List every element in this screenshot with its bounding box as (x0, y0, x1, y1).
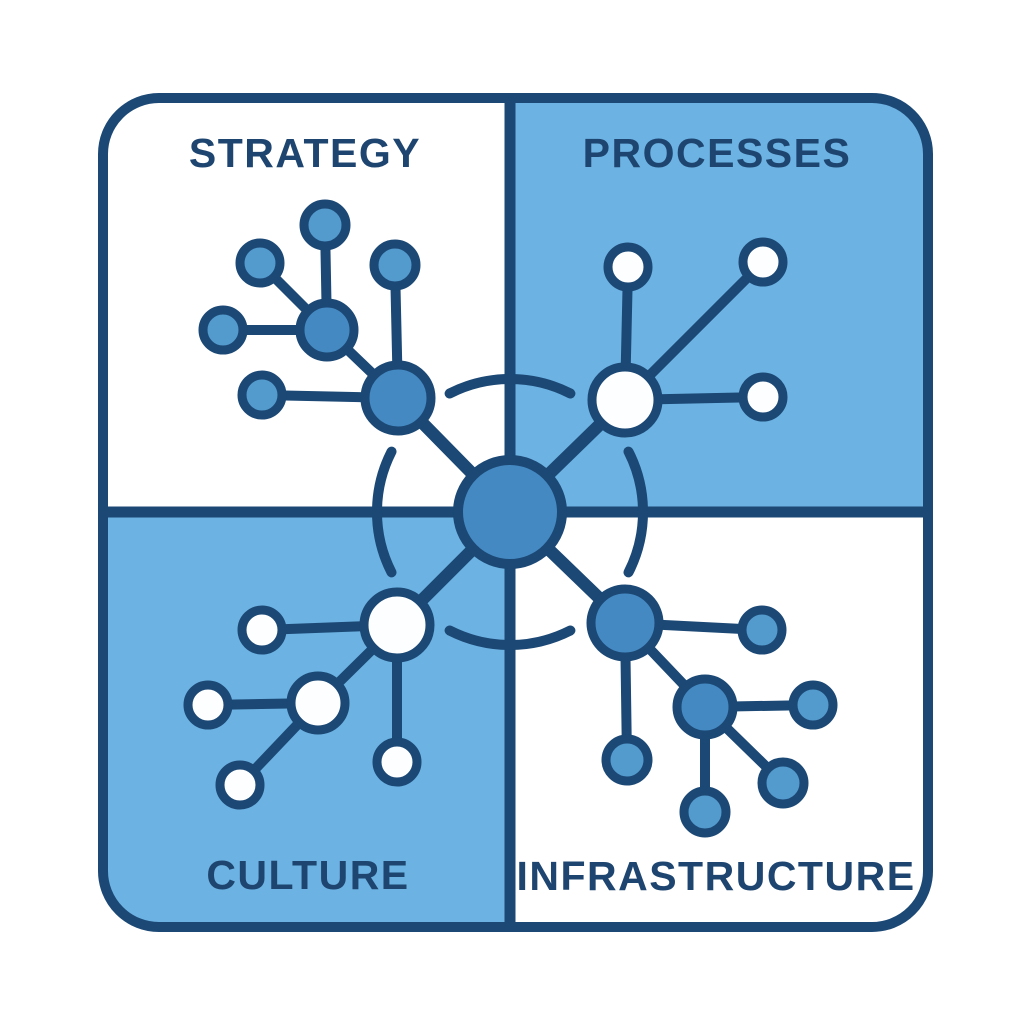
cluster-hub-node (360, 360, 436, 436)
cluster-hub-node (359, 587, 435, 663)
strategy-network (198, 199, 436, 436)
center-dashed-ring-arc-west (371, 446, 397, 578)
cluster-hub-node (587, 362, 663, 438)
central-hub-node (453, 455, 567, 569)
network-node (788, 680, 838, 730)
quadrant-label-infrastructure: INFRASTRUCTURE (516, 853, 915, 899)
network-node (737, 605, 787, 655)
network-node (603, 242, 653, 292)
cluster-mid-hub-node (295, 298, 359, 362)
outer-rounded-border (98, 93, 933, 932)
network-node (235, 238, 285, 288)
network-node (198, 305, 248, 355)
center-dashed-ring-arc-east (623, 446, 649, 578)
network-node (372, 737, 422, 787)
cluster-mid-hub-node (672, 674, 738, 740)
network-node (738, 237, 788, 287)
network-node (215, 760, 265, 810)
processes-network (587, 237, 788, 438)
network-node (369, 239, 421, 291)
infrastructure-network (586, 584, 838, 838)
center-dashed-ring-arc-north (444, 373, 576, 399)
network-node (679, 786, 731, 838)
quadrant-label-strategy: STRATEGY (189, 130, 421, 176)
center-dashed-ring (371, 373, 649, 651)
network-node (237, 605, 287, 655)
network-node (237, 370, 287, 420)
network-node (183, 680, 233, 730)
cluster-mid-hub-node (286, 671, 350, 735)
culture-network (183, 587, 435, 810)
quadrant-label-culture: CULTURE (206, 852, 409, 898)
network-node (601, 734, 653, 786)
network-node (757, 757, 809, 809)
quadrant-label-processes: PROCESSES (583, 130, 852, 176)
cluster-hub-node (586, 584, 664, 662)
network-node (299, 199, 351, 251)
center-dashed-ring-arc-south (444, 625, 576, 651)
network-node (738, 372, 788, 422)
